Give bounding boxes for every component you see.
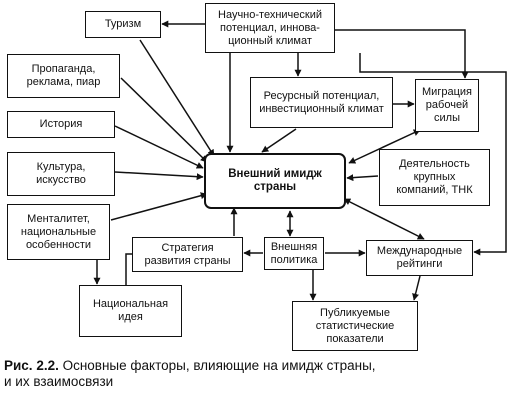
country-image-label: Внешний имидж страны [228, 168, 322, 193]
factor-history: История [7, 111, 115, 138]
factor-migration: Миграция рабочей силы [415, 79, 479, 132]
caption-text: Основные факторы, влияющие на имидж стра… [4, 358, 376, 389]
factor-migration-label: Миграция рабочей силы [422, 86, 472, 124]
factor-propaganda-label: Пропаганда, реклама, пиар [26, 63, 101, 88]
country-image-center: Внешний имидж страны [204, 153, 346, 209]
factor-science: Научно-технический потенциал, иннова- ци… [205, 3, 335, 53]
arrow-center-ratings [343, 198, 425, 240]
factor-culture-label: Культура, искусство [36, 161, 86, 186]
factor-science-label: Научно-технический потенциал, иннова- ци… [218, 8, 322, 47]
factor-strategy: Стратегия развития страны [132, 237, 243, 272]
arrow-tourism-to-center [139, 39, 215, 157]
factor-resource-label: Ресурсный потенциал, инвестиционный клим… [259, 89, 384, 115]
factor-strategy-label: Стратегия развития страны [144, 241, 231, 267]
factor-ratings-label: Международные рейтинги [376, 245, 463, 270]
figure-caption: Рис. 2.2. Основные факторы, влияющие на … [4, 358, 524, 390]
factor-national-idea: Национальная идея [79, 285, 182, 337]
arrow-mentality-to-center [110, 192, 208, 221]
factor-statistics: Публикуемые статистические показатели [292, 301, 418, 351]
factor-resource: Ресурсный потенциал, инвестиционный клим… [250, 77, 393, 128]
factor-mentality: Менталитет, национальные особенности [7, 204, 110, 260]
arrow-culture-to-center [114, 171, 204, 181]
factor-mentality-label: Менталитет, национальные особенности [20, 212, 97, 251]
factor-policy-label: Внешняя политика [270, 240, 318, 266]
factor-tourism: Туризм [85, 11, 161, 38]
caption-label: Рис. 2.2. [4, 358, 59, 373]
factor-culture: Культура, искусство [7, 152, 115, 196]
factor-national-idea-label: Национальная идея [92, 298, 169, 323]
arrow-propaganda-to-center [120, 77, 208, 163]
arrow-center-migration [348, 129, 421, 164]
arrow-science-to-migration [333, 29, 469, 79]
factor-corporations: Деятельность крупных компаний, ТНК [379, 149, 490, 206]
arrow-corporations-to-center [346, 174, 379, 182]
factor-ratings: Международные рейтинги [366, 240, 473, 276]
factor-propaganda: Пропаганда, реклама, пиар [7, 54, 120, 98]
arrow-resource-to-center [261, 128, 297, 153]
arrow-science-to-ratings [359, 53, 507, 256]
factor-history-label: История [39, 118, 83, 130]
arrow-ratings-to-statistics [412, 275, 421, 301]
factor-tourism-label: Туризм [104, 18, 142, 30]
arrow-history-to-center [114, 125, 204, 169]
factor-policy: Внешняя политика [264, 237, 324, 270]
factor-corporations-label: Деятельность крупных компаний, ТНК [396, 158, 473, 196]
factor-statistics-label: Публикуемые статистические показатели [315, 306, 395, 345]
